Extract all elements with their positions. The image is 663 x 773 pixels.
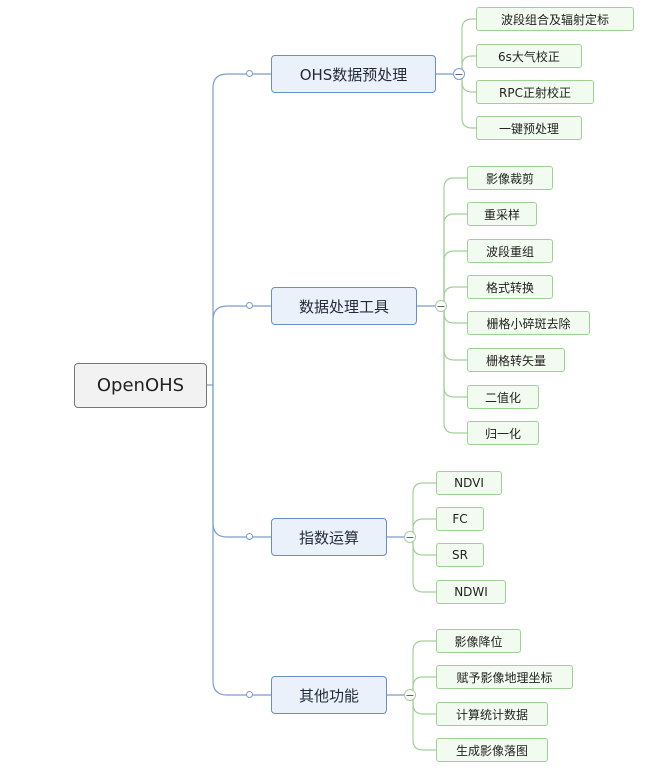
leaf-node[interactable]: 波段重组 xyxy=(467,239,553,263)
branch-connector-icon xyxy=(246,691,253,698)
leaf-line xyxy=(443,306,467,361)
leaf-node[interactable]: 栅格小碎斑去除 xyxy=(467,311,590,335)
branch-node-ohs-preprocessing[interactable]: OHS数据预处理 xyxy=(271,55,436,93)
trunk-line xyxy=(212,385,271,696)
leaf-node[interactable]: 格式转换 xyxy=(467,275,553,299)
collapse-toggle-icon[interactable]: − xyxy=(404,688,416,702)
leaf-line xyxy=(461,18,476,74)
collapse-toggle-icon[interactable]: − xyxy=(404,530,416,544)
leaf-line xyxy=(443,306,467,434)
leaf-node[interactable]: 一键预处理 xyxy=(476,116,582,140)
leaf-node[interactable]: 影像降位 xyxy=(436,629,521,653)
leaf-node[interactable]: 6s大气校正 xyxy=(476,44,582,68)
leaf-line xyxy=(412,640,436,695)
leaf-line xyxy=(443,213,467,306)
branch-node-other-functions[interactable]: 其他功能 xyxy=(271,676,387,714)
trunk-line xyxy=(212,385,271,538)
leaf-node[interactable]: 栅格转矢量 xyxy=(467,348,565,372)
leaf-line xyxy=(412,482,436,537)
leaf-node[interactable]: 二值化 xyxy=(467,385,539,409)
leaf-node[interactable]: NDVI xyxy=(436,471,502,495)
branch-connector-icon xyxy=(246,533,253,540)
leaf-line xyxy=(443,306,467,398)
leaf-node[interactable]: 影像裁剪 xyxy=(467,166,553,190)
collapse-toggle-icon[interactable]: − xyxy=(435,299,447,313)
branch-node-index-calculation[interactable]: 指数运算 xyxy=(271,518,387,556)
leaf-node[interactable]: RPC正射校正 xyxy=(476,80,594,104)
leaf-line xyxy=(443,250,467,306)
leaf-line xyxy=(443,306,467,324)
leaf-line xyxy=(461,55,476,74)
branch-connector-icon xyxy=(246,70,253,77)
leaf-node[interactable]: 归一化 xyxy=(467,421,539,445)
leaf-line xyxy=(412,537,436,593)
leaf-node[interactable]: 生成影像落图 xyxy=(436,738,548,762)
leaf-line xyxy=(443,286,467,306)
leaf-line xyxy=(412,695,436,715)
leaf-line xyxy=(412,676,436,695)
leaf-line xyxy=(412,518,436,537)
leaf-node[interactable]: 波段组合及辐射定标 xyxy=(476,7,634,31)
branch-node-data-processing-tools[interactable]: 数据处理工具 xyxy=(271,287,417,325)
branch-connector-icon xyxy=(246,302,253,309)
trunk-line xyxy=(212,305,271,385)
trunk-line xyxy=(212,73,271,385)
root-node[interactable]: OpenOHS xyxy=(74,363,207,408)
leaf-node[interactable]: 赋予影像地理坐标 xyxy=(436,665,573,689)
leaf-node[interactable]: SR xyxy=(436,543,484,567)
leaf-line xyxy=(461,74,476,129)
leaf-line xyxy=(412,695,436,751)
leaf-line xyxy=(443,177,467,306)
collapse-toggle-icon[interactable]: − xyxy=(453,67,465,81)
leaf-node[interactable]: FC xyxy=(436,507,484,531)
leaf-line xyxy=(412,537,436,556)
leaf-node[interactable]: NDWI xyxy=(436,580,506,604)
leaf-node[interactable]: 计算统计数据 xyxy=(436,702,548,726)
leaf-node[interactable]: 重采样 xyxy=(467,202,537,226)
